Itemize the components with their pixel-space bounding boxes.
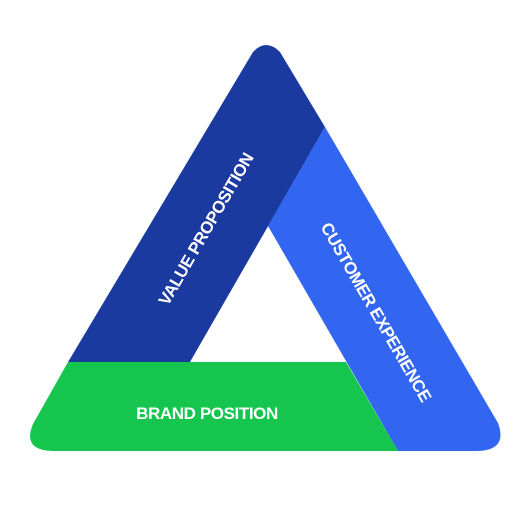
customer-experience-segment: [268, 127, 501, 451]
value-proposition-segment: [68, 45, 325, 362]
brand-position-segment: [30, 362, 399, 451]
brand-position-label: BRAND POSITION: [136, 404, 278, 423]
